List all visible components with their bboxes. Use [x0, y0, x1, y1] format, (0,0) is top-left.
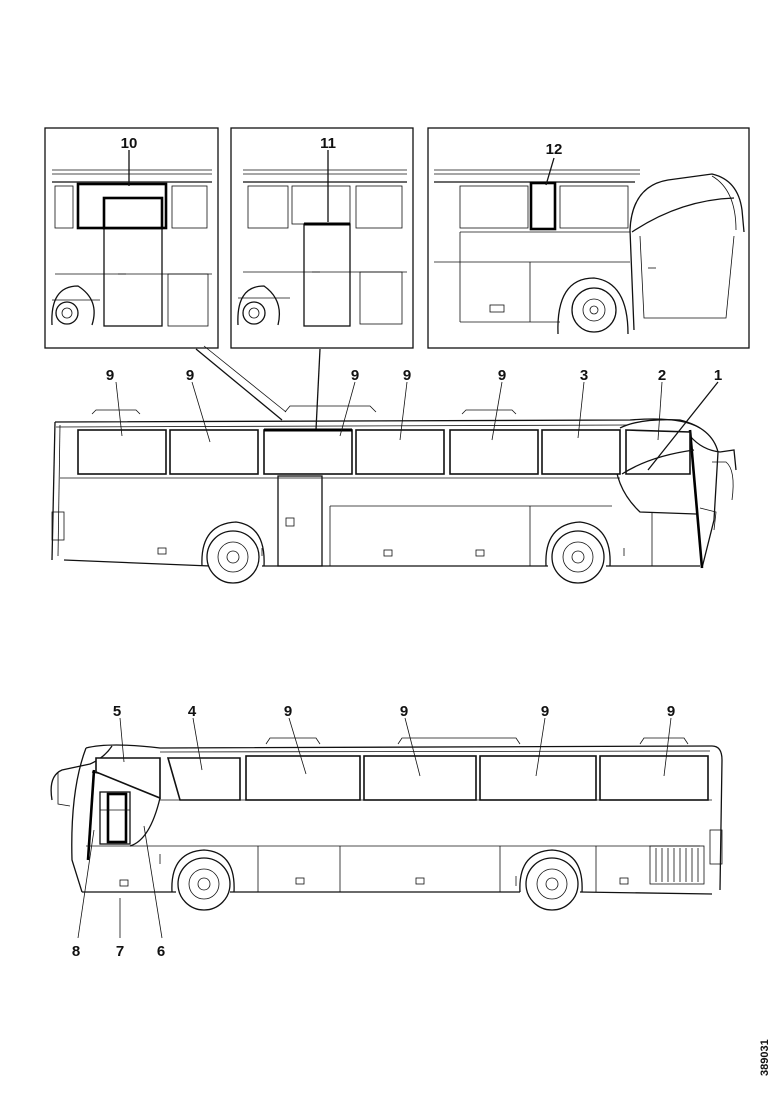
upper-label-9e: 9	[498, 367, 506, 384]
lower-label-5: 5	[113, 703, 121, 720]
upper-label-1: 1	[714, 367, 722, 384]
lower-label-8: 8	[72, 943, 80, 960]
upper-label-2: 2	[658, 367, 666, 384]
upper-label-9d: 9	[403, 367, 411, 384]
upper-label-9c: 9	[351, 367, 359, 384]
lower-label-7: 7	[116, 943, 124, 960]
lower-label-9b: 9	[400, 703, 408, 720]
lower-label-6: 6	[157, 943, 165, 960]
inset-panel-10: 10	[44, 127, 219, 349]
figure-code: 389031	[759, 1039, 771, 1076]
upper-view-labels: 9 9 9 9 9 3 2 1	[106, 367, 722, 471]
inset-label-11: 11	[320, 135, 336, 152]
inset-label-10: 10	[121, 135, 138, 152]
upper-label-9b: 9	[186, 367, 194, 384]
upper-bus-view	[51, 405, 737, 584]
lower-label-9c: 9	[541, 703, 549, 720]
lower-label-4: 4	[188, 703, 197, 720]
engine-grille	[649, 845, 705, 885]
lower-label-9d: 9	[667, 703, 675, 720]
inset-panel-11: 11	[230, 127, 414, 349]
upper-label-3: 3	[580, 367, 588, 384]
lower-label-9a: 9	[284, 703, 292, 720]
inset-label-12: 12	[546, 141, 563, 158]
inset-panel-12: 12	[427, 127, 750, 349]
lower-bus-view	[50, 737, 723, 911]
lower-view-labels: 5 4 9 9 9 9 8 7 6	[72, 703, 675, 960]
upper-label-9a: 9	[106, 367, 114, 384]
